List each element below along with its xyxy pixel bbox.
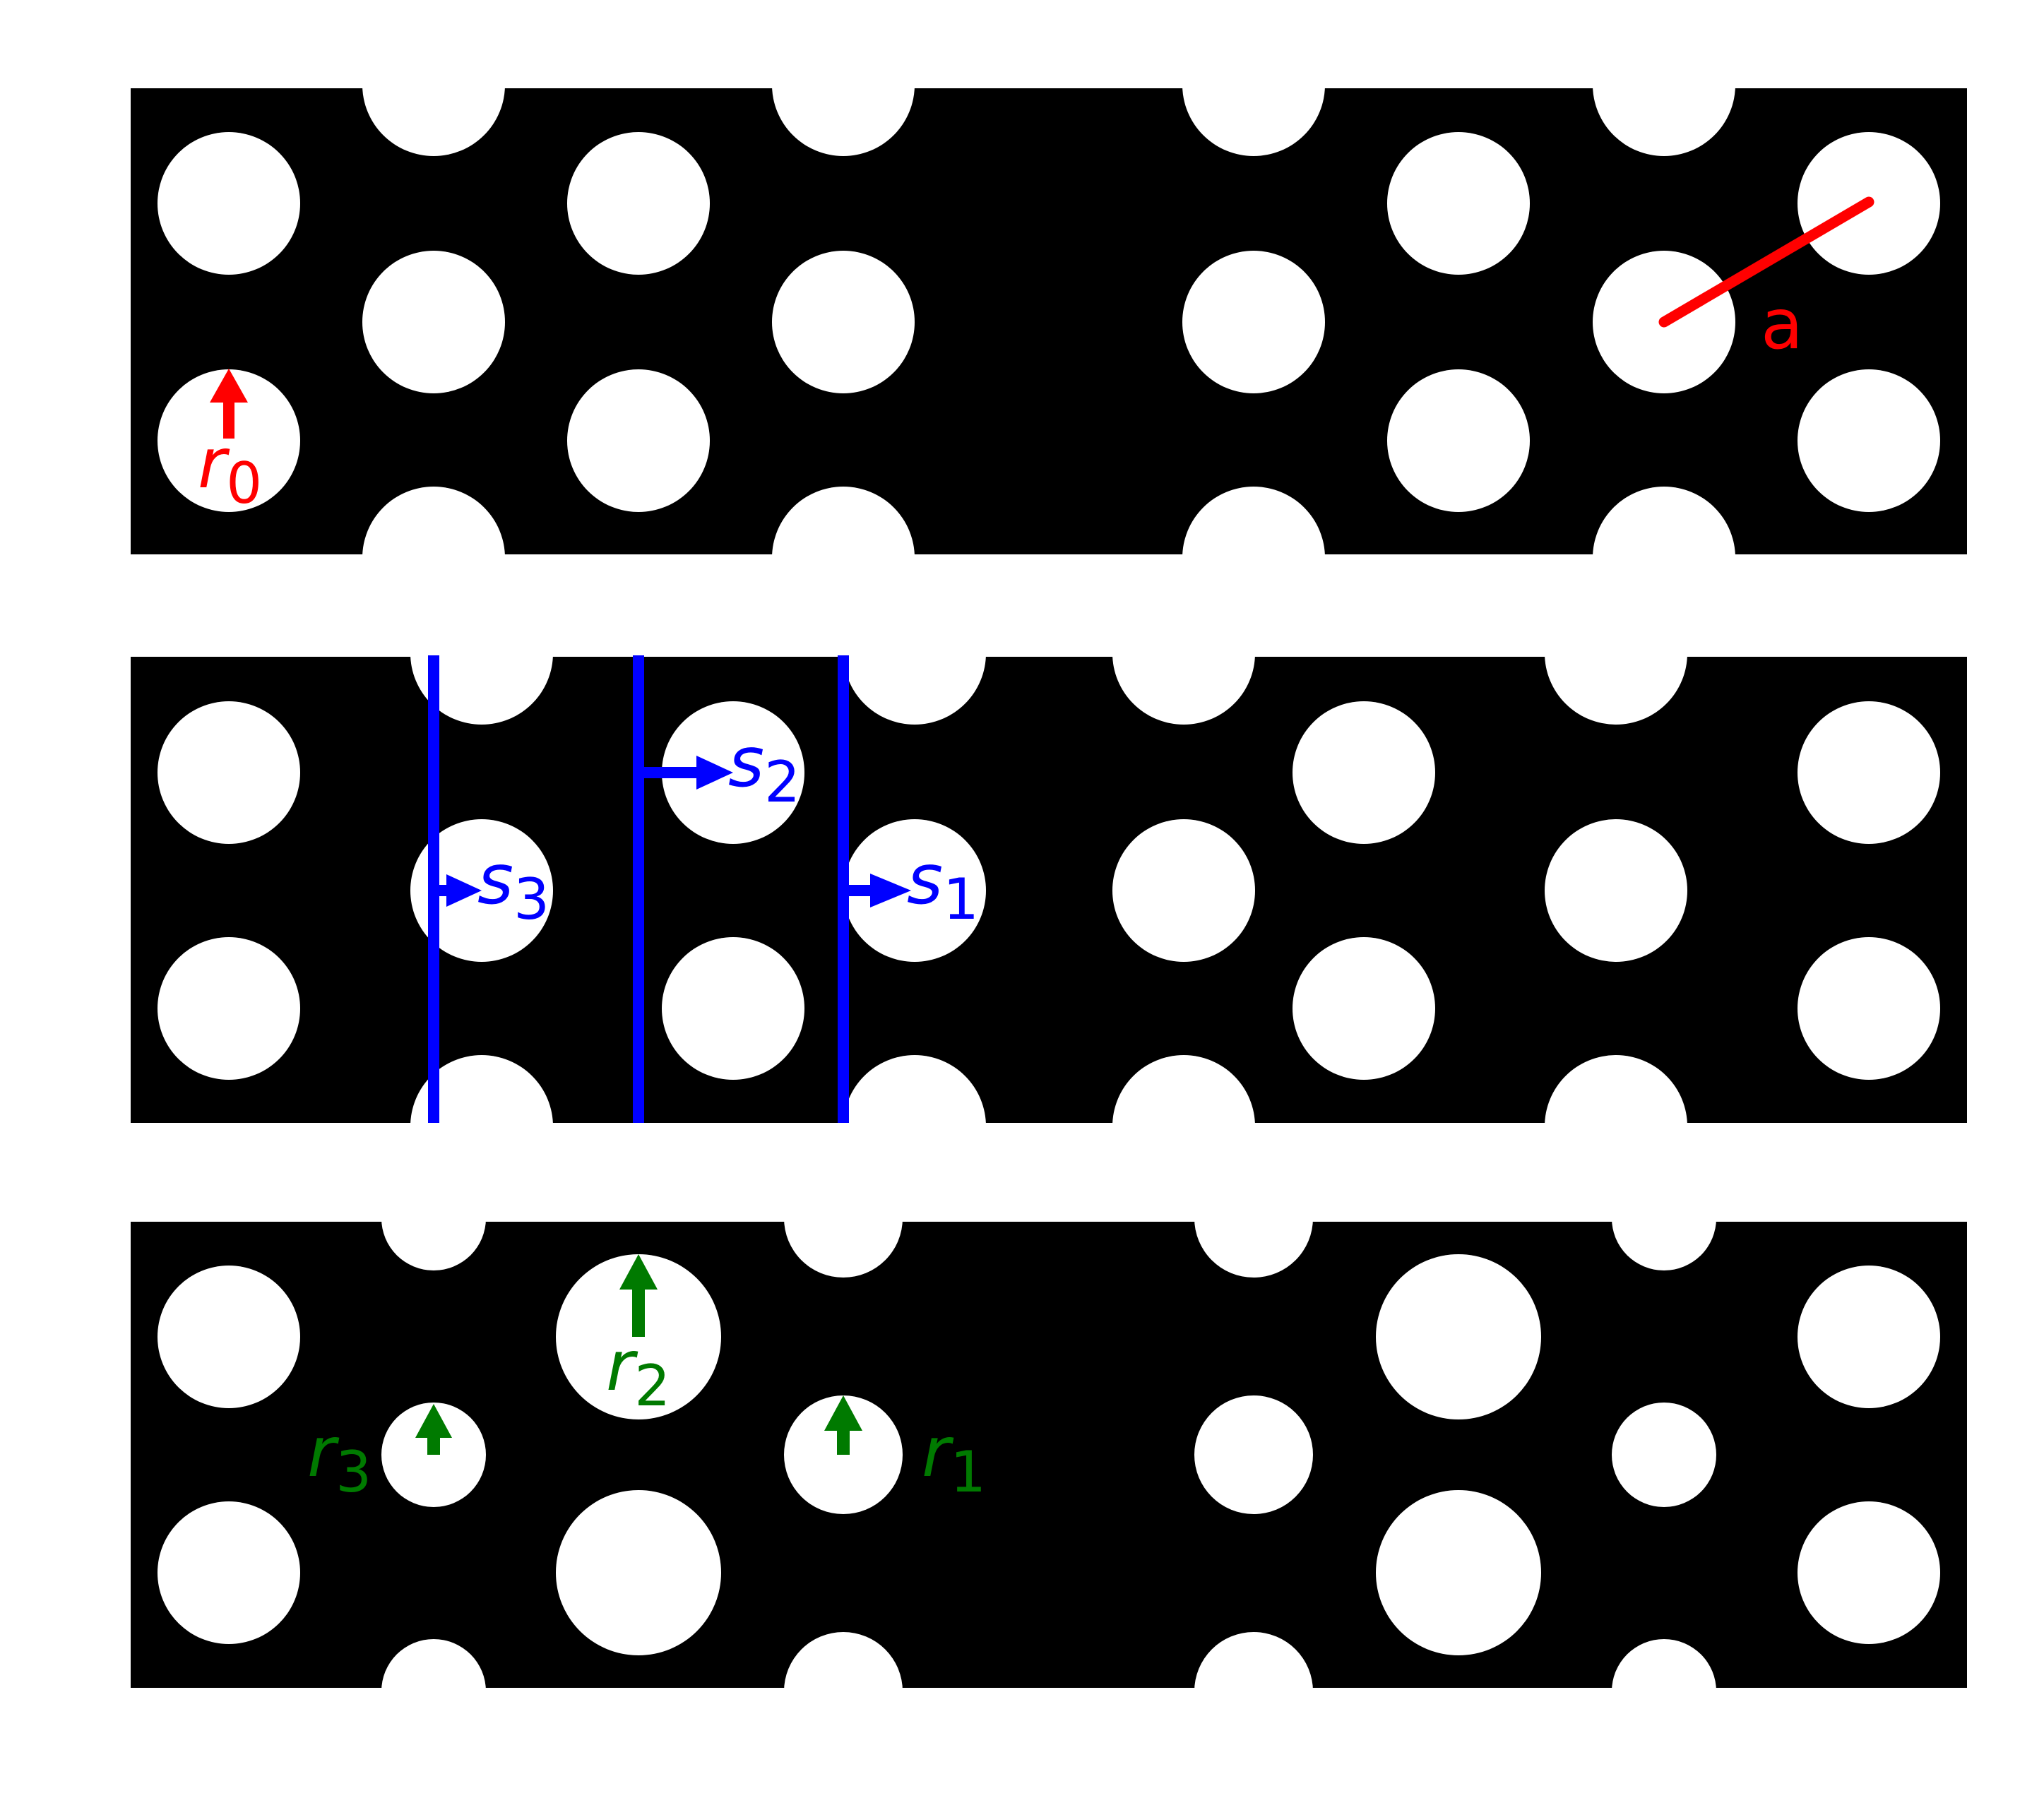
r0-subscript: 0: [226, 451, 262, 516]
r1-arrow-shaft: [837, 1428, 850, 1455]
r2-main: r: [606, 1326, 638, 1407]
edge-hole: [362, 13, 505, 156]
edge-hole: [1545, 582, 1687, 725]
edge-hole: [784, 1159, 903, 1278]
hole: [1293, 701, 1435, 844]
hole: [158, 1266, 300, 1408]
r3-arrow-head: [415, 1404, 452, 1438]
hole: [843, 819, 986, 962]
lattice-constant-label: a: [1761, 285, 1803, 365]
hole: [772, 251, 915, 393]
hole: [158, 132, 300, 275]
edge-hole: [843, 1055, 986, 1198]
s3-subscript: 3: [513, 867, 549, 932]
hole: [567, 369, 710, 512]
hole: [662, 937, 804, 1080]
lattice-constant-line: [1658, 196, 1874, 328]
s1-label: s1: [907, 840, 979, 932]
r3-arrow-shaft: [427, 1435, 440, 1455]
r0-main: r: [198, 424, 230, 504]
r2-arrow-head: [619, 1254, 658, 1290]
edge-hole: [772, 13, 915, 156]
hole: [1798, 1501, 1940, 1644]
hole: [1798, 937, 1940, 1080]
hole: [1798, 701, 1940, 844]
edge-hole: [381, 1639, 486, 1744]
r0-label: r0: [198, 424, 262, 516]
panel-resized: r3 r2 r1: [131, 1159, 1967, 1751]
hole: [1545, 819, 1687, 962]
hole: [1182, 251, 1325, 393]
hole: [1387, 132, 1530, 275]
r0-arrow-shaft: [223, 399, 234, 439]
r3-label: r3: [307, 1412, 372, 1505]
edge-hole: [1612, 1166, 1716, 1270]
s3-main: s: [477, 840, 513, 920]
edge-hole: [1112, 582, 1255, 725]
hole: [158, 701, 300, 844]
hole: [158, 1501, 300, 1644]
slab: [131, 657, 1967, 1123]
hole: [1376, 1254, 1541, 1419]
edge-hole: [784, 1632, 903, 1751]
r3-main: r: [307, 1412, 340, 1493]
hole-layer: [158, 1159, 1940, 1751]
edge-hole: [1194, 1159, 1313, 1278]
edge-hole: [1612, 1639, 1716, 1744]
radius-arrows: [415, 1254, 862, 1455]
r1-main: r: [922, 1412, 954, 1493]
hole: [1612, 1403, 1716, 1507]
s2-subscript: 2: [764, 749, 800, 815]
shift-arrows: [434, 756, 911, 907]
s3-arrow-shaft: [434, 885, 449, 896]
edge-hole: [410, 1055, 553, 1198]
hole: [567, 132, 710, 275]
s2-main: s: [728, 722, 764, 803]
s1-arrow-head: [870, 874, 911, 907]
s2-arrow-shaft: [638, 767, 701, 778]
edge-hole: [1593, 13, 1735, 156]
r2-subscript: 2: [634, 1353, 670, 1419]
lattice-constant-annotation: a: [1658, 196, 1874, 365]
edge-hole: [1182, 13, 1325, 156]
panel-shifted: s3 s2 s1: [131, 582, 1967, 1198]
edge-hole: [1545, 1055, 1687, 1198]
r1-label: r1: [922, 1412, 986, 1505]
edge-hole: [381, 1166, 486, 1270]
hole: [1112, 819, 1255, 962]
r1-subscript: 1: [950, 1439, 986, 1505]
hole: [362, 251, 505, 393]
r2-arrow-shaft: [632, 1284, 645, 1337]
s1-main: s: [907, 840, 943, 920]
s3-arrow-head: [446, 874, 482, 907]
s2-label: s2: [728, 722, 800, 815]
r0-arrow-head: [210, 369, 248, 403]
edge-hole: [1112, 1055, 1255, 1198]
hole: [1798, 369, 1940, 512]
s3-label: s3: [477, 840, 549, 932]
s2-arrow-head: [696, 756, 733, 790]
r0-annotation: r0: [198, 369, 262, 516]
edge-hole: [1194, 1632, 1313, 1751]
hole: [158, 937, 300, 1080]
hole: [556, 1490, 721, 1655]
hole-layer: [158, 582, 1940, 1198]
hole: [1376, 1490, 1541, 1655]
edge-hole: [843, 582, 986, 725]
hole: [1798, 1266, 1940, 1408]
s1-subscript: 1: [943, 867, 979, 932]
r2-label: r2: [606, 1326, 670, 1419]
hole: [1387, 369, 1530, 512]
panel-unperturbed: r0 a: [131, 13, 1967, 629]
hole: [1194, 1395, 1313, 1514]
hole: [1293, 937, 1435, 1080]
r1-arrow-head: [824, 1395, 862, 1431]
r3-subscript: 3: [335, 1439, 372, 1505]
s1-arrow-shaft: [843, 885, 874, 896]
edge-hole: [410, 582, 553, 725]
hole: [158, 369, 300, 512]
